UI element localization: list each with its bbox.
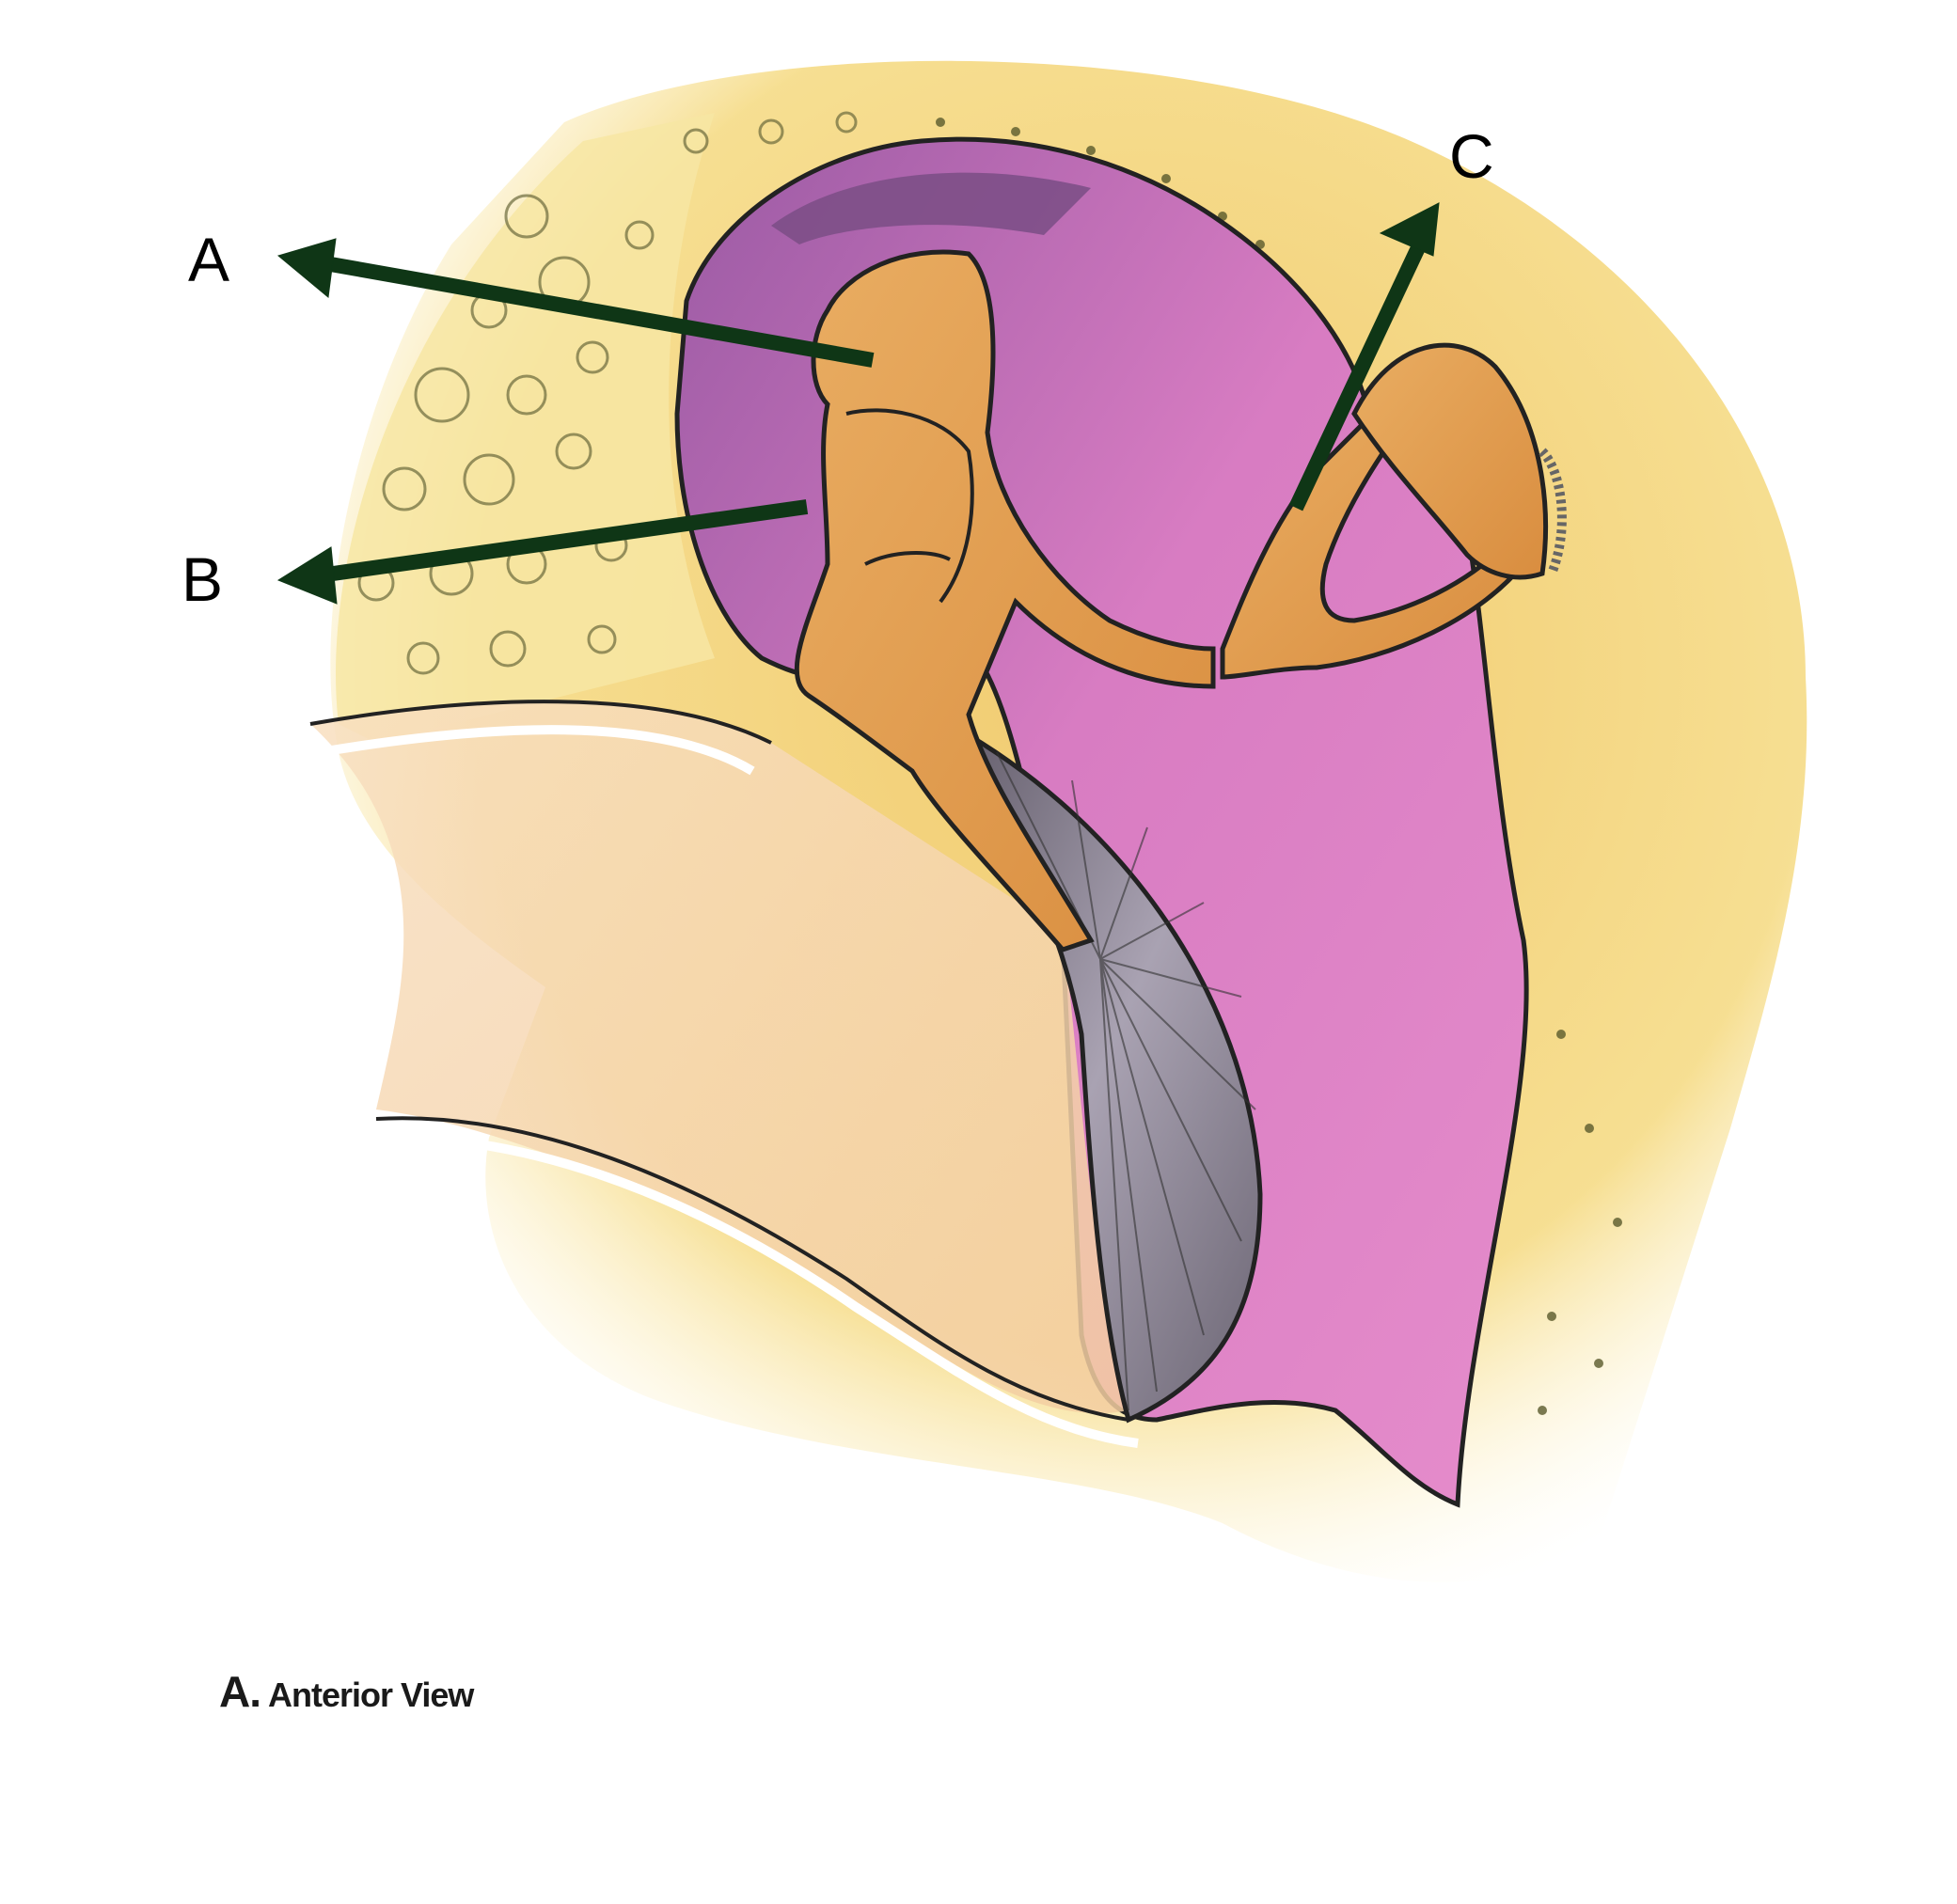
- label-b: B: [181, 544, 224, 614]
- caption-text: Anterior View: [268, 1676, 474, 1714]
- arrow-a-line: [318, 255, 875, 368]
- stapes: [1220, 342, 1567, 680]
- caption-letter: A.: [219, 1667, 261, 1716]
- label-arrows: [276, 202, 1440, 605]
- arrow-c-line: [1288, 236, 1429, 511]
- label-c: C: [1449, 121, 1494, 191]
- arrow-b-head: [276, 546, 338, 605]
- arrow-a-head: [276, 238, 337, 298]
- external-acoustic-canal: [309, 700, 1139, 1448]
- figure-caption: A.Anterior View: [219, 1666, 474, 1717]
- arrow-b-line: [318, 499, 809, 583]
- malleus: [794, 249, 1216, 952]
- arrow-c-head: [1379, 202, 1440, 257]
- label-a: A: [188, 225, 230, 294]
